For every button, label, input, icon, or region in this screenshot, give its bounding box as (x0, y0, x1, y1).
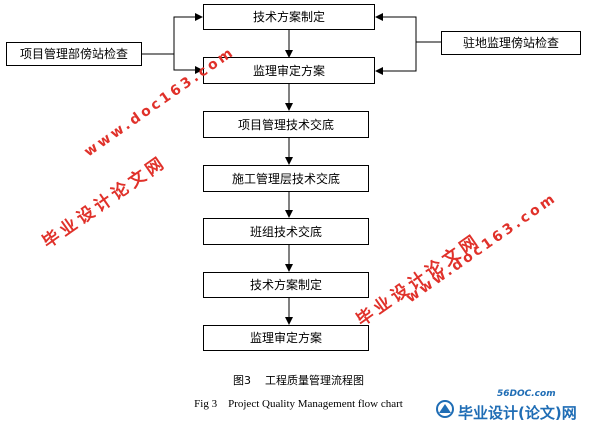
node-review-2: 监理审定方案 (203, 325, 369, 351)
arrow-right-check-to-plan1 (375, 13, 417, 42)
arrow-left-check-to-plan1 (173, 13, 203, 42)
figure-caption-en: Fig 3 Project Quality Management flow ch… (194, 398, 403, 410)
logo-main-text: 毕业设计(论文)网 (458, 404, 577, 422)
logo-mark-icon (436, 400, 454, 418)
figure-caption-cn: 图3 工程质量管理流程图 (233, 374, 364, 387)
arrow-left-check-to-review1 (173, 56, 203, 74)
node-construction-brief: 施工管理层技术交底 (203, 165, 369, 192)
arrow-right-check-to-review1 (375, 56, 417, 75)
node-review-1: 监理审定方案 (203, 57, 375, 84)
node-left-check: 项目管理部傍站检查 (6, 42, 142, 66)
node-plan-1: 技术方案制定 (203, 4, 375, 30)
node-plan-2: 技术方案制定 (203, 272, 369, 298)
logo-small-text: 56DOC.com (497, 389, 556, 399)
node-team-brief: 班组技术交底 (203, 218, 369, 245)
node-project-brief: 项目管理技术交底 (203, 111, 369, 138)
node-right-check: 驻地监理傍站检查 (441, 31, 581, 55)
